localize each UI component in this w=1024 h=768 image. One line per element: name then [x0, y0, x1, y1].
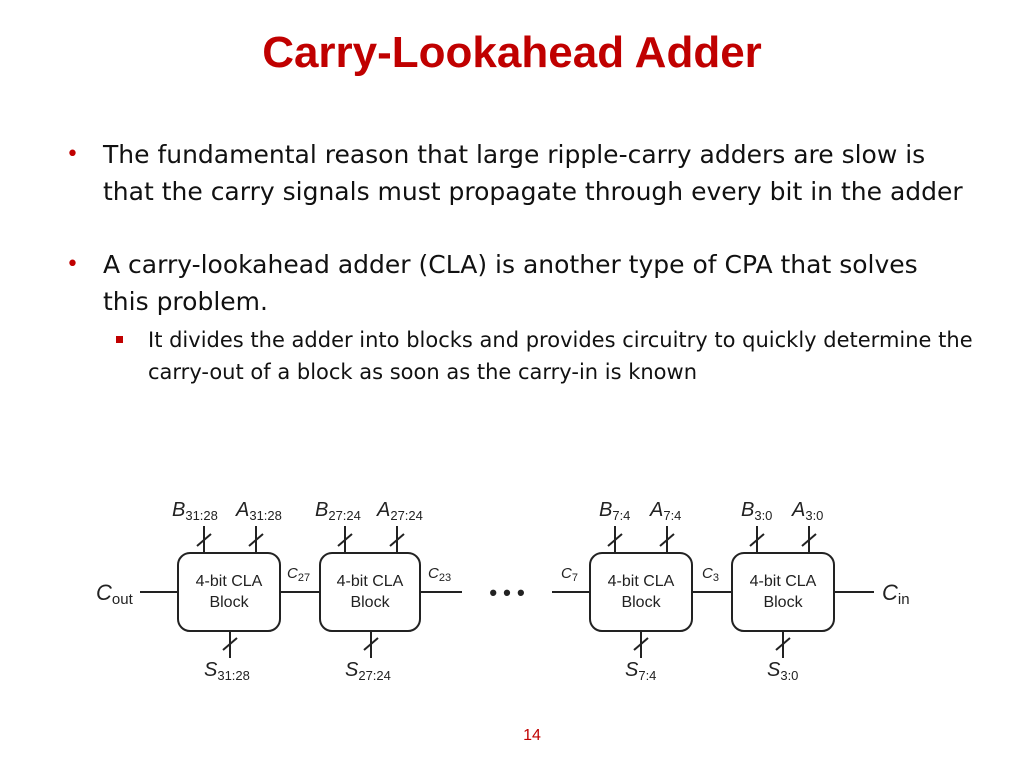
s-output-label: S7:4	[625, 659, 656, 683]
a-input-label: A27:24	[376, 499, 423, 523]
cin-label: Cin	[882, 580, 910, 608]
square-bullet-icon	[116, 336, 123, 343]
b-input-label: B27:24	[315, 499, 361, 523]
cla-block	[319, 552, 421, 632]
bus-slash	[749, 533, 765, 547]
bus-slash	[801, 533, 817, 547]
bullet-item: • A carry-lookahead adder (CLA) is anoth…	[66, 246, 966, 320]
bus-slash	[363, 637, 379, 651]
sub-bullet-item: It divides the adder into blocks and pro…	[103, 324, 978, 388]
cla-block	[731, 552, 835, 632]
bullet-dot-icon: •	[66, 142, 79, 167]
bus-slash	[389, 533, 405, 547]
cout-label: Cout	[96, 580, 134, 608]
block-label: Block	[621, 594, 661, 611]
b-input-label: B3:0	[741, 499, 772, 523]
ellipsis: • • •	[489, 580, 524, 605]
block-label: Block	[350, 594, 390, 611]
bus-slash	[775, 637, 791, 651]
carry-label: C23	[428, 565, 451, 584]
bus-slash	[633, 637, 649, 651]
carry-label: C7	[561, 565, 578, 584]
b-input-label: B7:4	[599, 499, 630, 523]
sub-bullet-text: It divides the adder into blocks and pro…	[148, 328, 973, 384]
bus-slash	[222, 637, 238, 651]
block-label: 4-bit CLA	[608, 573, 675, 590]
diagram-wires	[140, 526, 874, 658]
bus-slash	[337, 533, 353, 547]
a-input-label: A31:28	[235, 499, 282, 523]
bus-slash	[196, 533, 212, 547]
a-input-label: A7:4	[649, 499, 681, 523]
block-label: 4-bit CLA	[750, 573, 817, 590]
cla-block	[589, 552, 693, 632]
page-number: 14	[523, 727, 541, 744]
bus-slash	[659, 533, 675, 547]
bullet-text: The fundamental reason that large ripple…	[103, 140, 963, 206]
s-output-label: S31:28	[204, 659, 250, 683]
b-input-label: B31:28	[172, 499, 218, 523]
bus-slash	[607, 533, 623, 547]
bus-slash	[248, 533, 264, 547]
block-label: Block	[763, 594, 803, 611]
carry-label: C27	[287, 565, 310, 584]
bullet-text: A carry-lookahead adder (CLA) is another…	[103, 250, 918, 316]
block-label: 4-bit CLA	[337, 573, 404, 590]
slide-title: Carry-Lookahead Adder	[262, 28, 762, 77]
cla-block	[177, 552, 281, 632]
block-label: 4-bit CLA	[196, 573, 263, 590]
block-label: Block	[209, 594, 249, 611]
bullet-item: • The fundamental reason that large ripp…	[66, 136, 966, 210]
s-output-label: S27:24	[345, 659, 391, 683]
a-input-label: A3:0	[791, 499, 823, 523]
carry-label: C3	[702, 565, 719, 584]
bullet-dot-icon: •	[66, 252, 79, 277]
s-output-label: S3:0	[767, 659, 798, 683]
bullet-list: • The fundamental reason that large ripp…	[66, 136, 973, 388]
